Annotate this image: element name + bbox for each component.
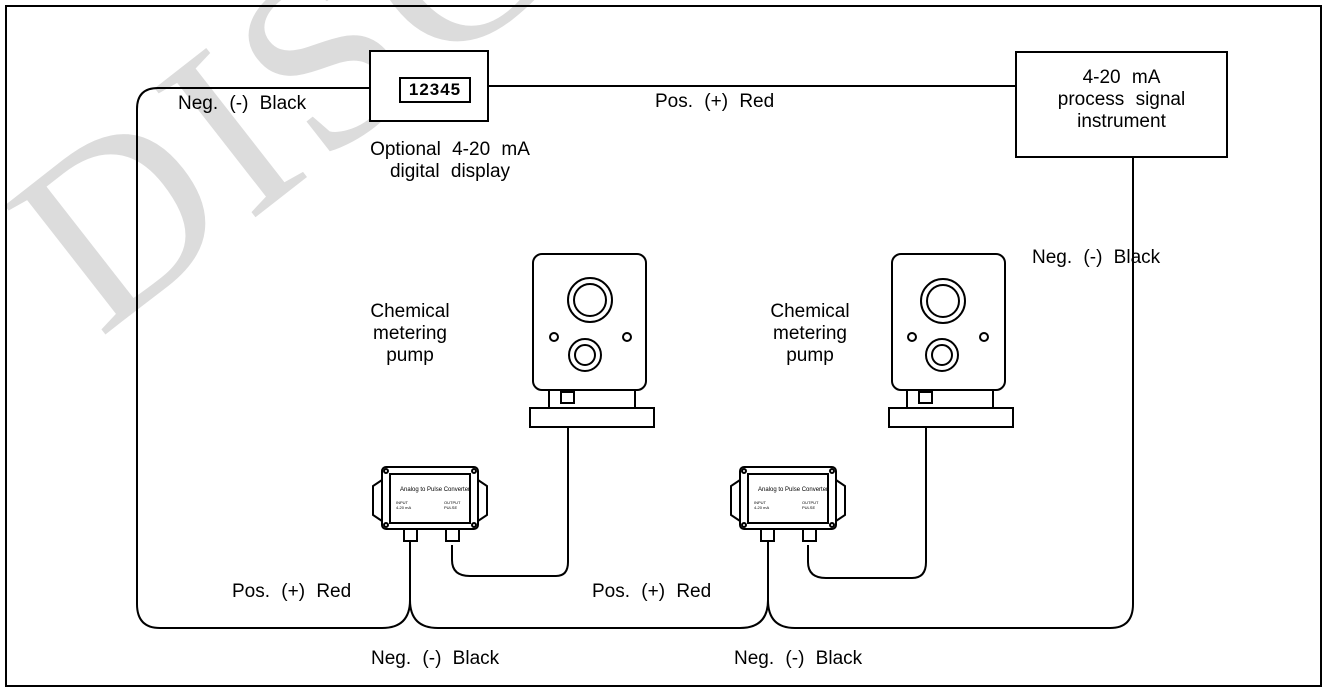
converter-1 xyxy=(372,466,488,542)
label-neg-black-bottom-right: Neg. (-) Black xyxy=(734,648,863,669)
label-pos-red-top: Pos. (+) Red xyxy=(655,91,775,112)
pump-1 xyxy=(529,253,655,428)
wire-neg-right xyxy=(767,157,1134,629)
converter-1-output: OUTPUT xyxy=(444,500,461,505)
wire-pump1-signal xyxy=(451,405,569,577)
converter-1-output-type: PULSE xyxy=(444,505,458,510)
converter-2-input-range: 4-20 mA xyxy=(754,505,770,510)
pump-2 xyxy=(888,253,1014,428)
converter-2 xyxy=(730,466,846,542)
display-readout: 12345 xyxy=(399,77,471,103)
diagram-frame xyxy=(5,5,1322,687)
label-neg-black-top-left: Neg. (-) Black xyxy=(178,93,307,114)
label-pos-red-bottom-mid: Pos. (+) Red xyxy=(592,581,712,602)
converter-2-title: Analog to Pulse Converter xyxy=(758,487,829,493)
label-neg-black-right: Neg. (-) Black xyxy=(1032,247,1161,268)
wire-link-mid xyxy=(409,599,769,629)
converter-2-input: INPUT xyxy=(754,500,766,505)
wire-neg-left xyxy=(136,87,411,629)
converter-1-title: Analog to Pulse Converter xyxy=(400,487,471,493)
label-pos-red-bottom-left: Pos. (+) Red xyxy=(232,581,352,602)
label-instrument: 4-20 mA process signal instrument xyxy=(1057,67,1186,132)
label-pump-2: Chemical metering pump xyxy=(770,301,850,366)
wire-pump2-signal xyxy=(807,405,927,579)
label-neg-black-bottom-left: Neg. (-) Black xyxy=(371,648,500,669)
label-display-caption: Optional 4-20 mA digital display xyxy=(370,139,530,182)
digital-display-box xyxy=(369,50,489,122)
instrument-box xyxy=(1015,51,1228,158)
label-pump-1: Chemical metering pump xyxy=(370,301,450,366)
converter-2-output-type: PULSE xyxy=(802,505,816,510)
converter-1-input-range: 4-20 mA xyxy=(396,505,412,510)
converter-1-input: INPUT xyxy=(396,500,408,505)
converter-2-output: OUTPUT xyxy=(802,500,819,505)
